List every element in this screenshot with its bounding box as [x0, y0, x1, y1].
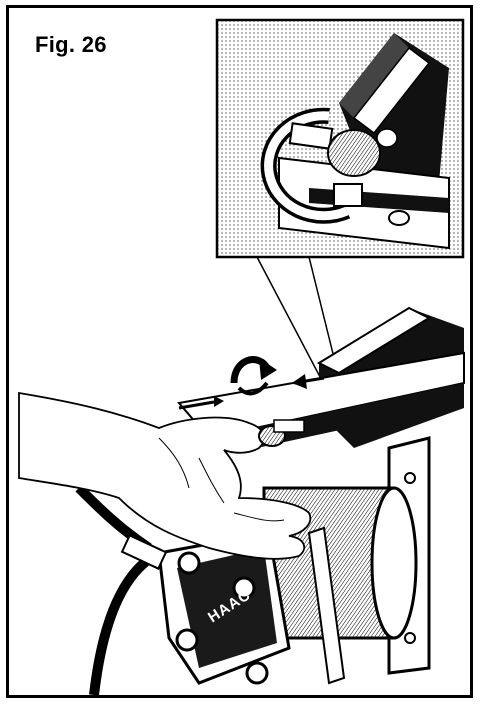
hand [18, 391, 312, 560]
machine-body [75, 306, 465, 695]
figure-title: Fig. 26 [35, 32, 107, 57]
figure-frame: Fig. 26 HAAC [6, 5, 473, 698]
technical-illustration [18, 18, 465, 695]
detail-inset [215, 18, 465, 259]
callout-line-left [256, 256, 330, 395]
rotation-arrow-icon [230, 356, 277, 396]
direction-arrow-icon [178, 374, 325, 410]
retaining-clip [260, 107, 363, 224]
